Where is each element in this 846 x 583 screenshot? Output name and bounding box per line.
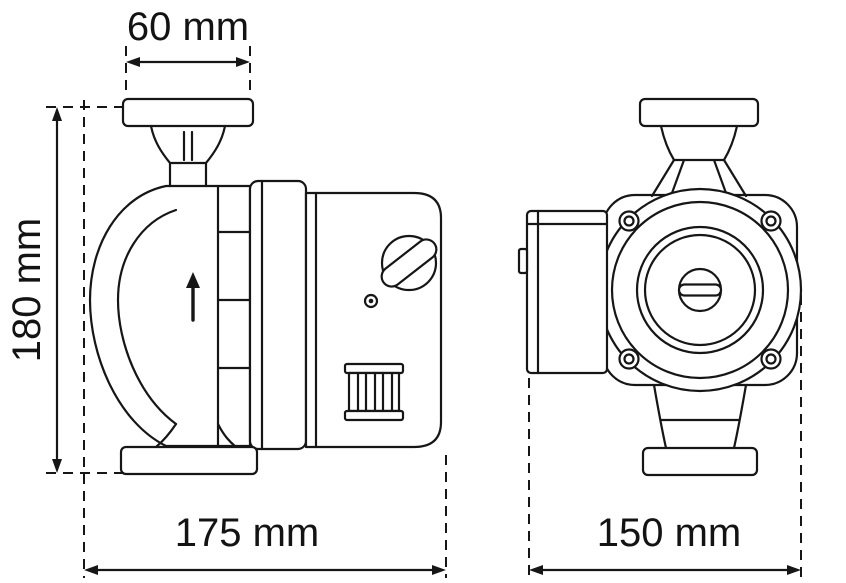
arrowhead-left-icon <box>529 565 543 575</box>
dimension-label-width: 150 mm <box>597 511 742 555</box>
dimension-height: 180 mm <box>5 106 126 474</box>
bolt-hole <box>623 215 635 227</box>
front-view-drawing <box>517 97 803 477</box>
bolt-icon <box>618 348 640 370</box>
arrowhead-right-icon <box>432 565 446 575</box>
cable-gland-ribs <box>356 371 394 413</box>
front-bottom-flange <box>641 446 759 477</box>
dimension-label-depth: 175 mm <box>175 511 320 555</box>
side-view-drawing <box>88 97 443 476</box>
housing-contour-ribs <box>216 184 252 448</box>
arrowhead-down-icon <box>52 459 62 473</box>
motor-face-ring <box>610 200 790 380</box>
arrowhead-right-icon <box>236 57 250 67</box>
vent-screw-slot <box>677 283 723 297</box>
flange-bolts <box>618 210 782 370</box>
dimension-depth: 175 mm <box>83 100 447 578</box>
bottom-neck <box>154 422 238 449</box>
selector-knob-icon <box>380 238 438 288</box>
top-pipe-flange <box>121 97 255 128</box>
front-bottom-neck <box>652 383 748 450</box>
top-neck <box>149 124 227 188</box>
rotor-boss-outer <box>635 225 765 355</box>
bolt-icon <box>760 348 782 370</box>
cable-gland-top-lip <box>343 362 405 375</box>
bolt-hole <box>765 353 777 365</box>
cable-gland-bottom-lip <box>343 409 405 422</box>
screw-center <box>368 298 374 304</box>
front-top-flange <box>638 97 760 128</box>
terminal-box-lid-edge <box>525 209 609 375</box>
arrowhead-left-icon <box>126 57 140 67</box>
bottom-pipe-flange <box>119 445 259 476</box>
pump-volute-body <box>88 184 252 448</box>
bolt-icon <box>760 210 782 232</box>
bolt-icon <box>618 210 640 232</box>
motor-ring <box>248 179 308 451</box>
screw-icon <box>363 293 379 309</box>
dimension-top-width: 60 mm <box>125 5 251 97</box>
dimension-label-top-width: 60 mm <box>127 5 249 49</box>
selector-dial <box>380 234 438 292</box>
arrowhead-left-icon <box>84 565 98 575</box>
volute-inner-channel <box>116 208 178 426</box>
arrowhead-right-icon <box>787 565 801 575</box>
dimension-width: 150 mm <box>528 295 802 578</box>
dimension-label-height: 180 mm <box>5 218 49 363</box>
front-top-neck <box>650 124 748 198</box>
bolt-hole <box>623 353 635 365</box>
arrowhead-up-icon <box>52 107 62 121</box>
rotor-boss-inner <box>643 233 757 347</box>
bolt-hole <box>765 215 777 227</box>
terminal-box <box>525 209 609 375</box>
terminal-box-latch <box>517 247 529 275</box>
flow-arrow-head <box>186 272 200 288</box>
